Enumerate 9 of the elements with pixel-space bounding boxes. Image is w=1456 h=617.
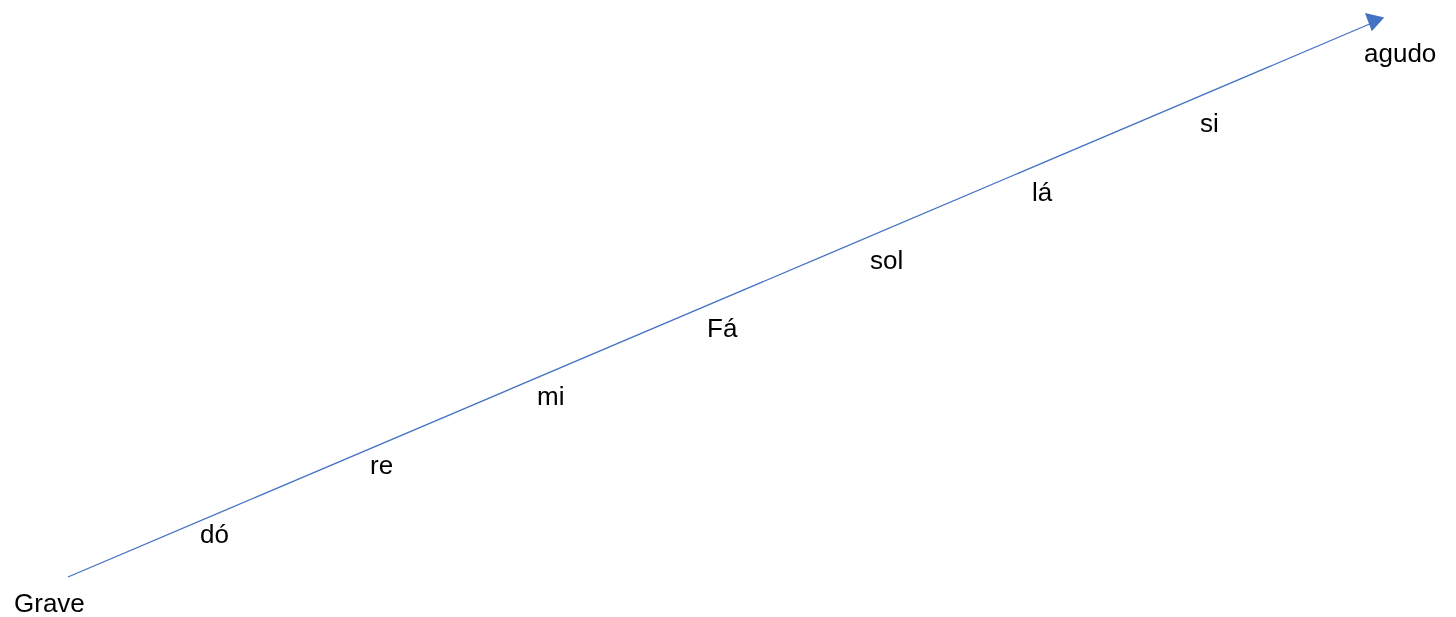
note-label: si [1200,108,1219,138]
note-label: sol [870,245,904,275]
note-label: dó [200,519,229,549]
axis-end-label: agudo [1364,38,1437,68]
note-label: lá [1032,177,1053,207]
note-label: Fá [707,313,738,343]
axis-end-label: Grave [14,588,85,617]
note-label: re [370,450,394,480]
note-label: mi [537,381,565,411]
